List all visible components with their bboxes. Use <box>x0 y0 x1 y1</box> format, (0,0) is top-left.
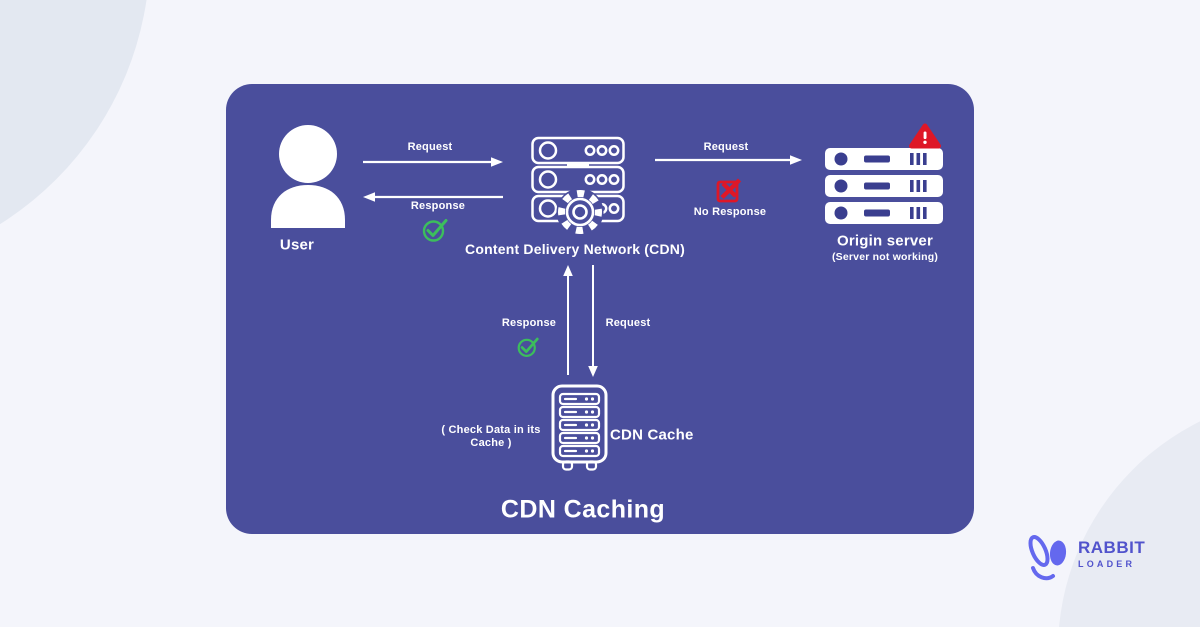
cdn-caching-diagram-panel: User Request Response <box>226 84 974 534</box>
user-request-label: Request <box>407 141 453 153</box>
logo-brand-subname: LOADER <box>1078 559 1136 569</box>
arrow-cdn-to-user <box>363 192 503 202</box>
cache-note-line2: Cache ) <box>470 437 512 449</box>
cache-request-label: Request <box>605 317 651 329</box>
diagram-title: CDN Caching <box>500 495 666 524</box>
warning-triangle-icon <box>909 123 941 149</box>
success-check-icon <box>422 219 448 242</box>
no-response-label: No Response <box>693 206 767 218</box>
arrow-cdn-to-origin <box>655 155 802 165</box>
arrow-user-to-cdn <box>363 157 503 167</box>
arrow-cache-to-cdn <box>563 265 573 375</box>
logo-brand-name: RABBIT <box>1078 538 1146 557</box>
gear-icon <box>556 188 604 236</box>
origin-server-label: Origin server <box>837 232 933 250</box>
success-check-icon <box>517 337 539 357</box>
failed-x-icon <box>716 178 742 203</box>
user-label: User <box>279 236 315 254</box>
cache-note-line1: ( Check Data in its <box>441 424 541 436</box>
origin-server-status: (Server not working) <box>831 251 939 263</box>
rabbitloader-logo: RABBIT LOADER <box>1026 530 1196 590</box>
cdn-server-icon <box>531 136 625 236</box>
user-response-label: Response <box>410 200 466 212</box>
arrow-cdn-to-cache <box>588 265 598 377</box>
decorative-circle-top-left <box>0 0 150 273</box>
decorative-circle-bottom-right <box>1058 395 1200 627</box>
origin-server-icon <box>825 123 943 224</box>
cache-response-label: Response <box>501 317 557 329</box>
cdn-cache-icon <box>551 384 608 471</box>
rabbit-icon <box>1028 535 1067 581</box>
user-icon <box>271 125 345 228</box>
cdn-label: Content Delivery Network (CDN) <box>465 241 685 257</box>
origin-request-label: Request <box>703 141 749 153</box>
cdn-cache-label: CDN Cache <box>610 426 694 444</box>
